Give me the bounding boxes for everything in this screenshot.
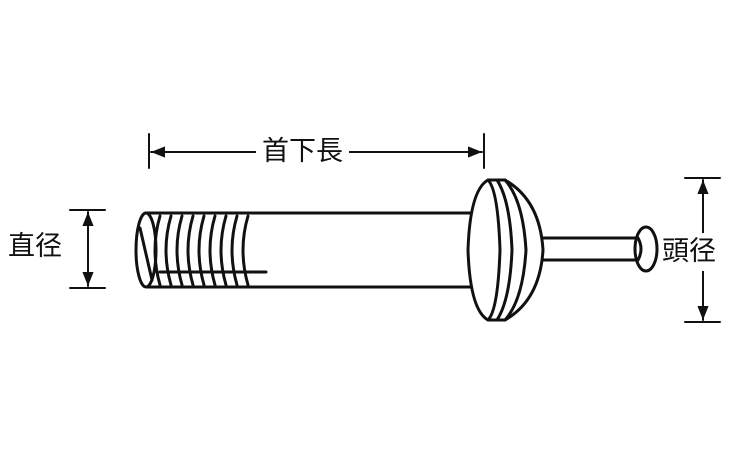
anchor-body [134,211,493,289]
diameter-dimension [69,209,106,289]
diameter-label: 直径 [8,231,62,262]
length-label: 首下長 [256,137,349,167]
anchor-pin [541,225,659,273]
head-diameter-label: 頭径 [662,233,716,271]
thread [153,214,250,287]
anchor-head [466,178,545,322]
